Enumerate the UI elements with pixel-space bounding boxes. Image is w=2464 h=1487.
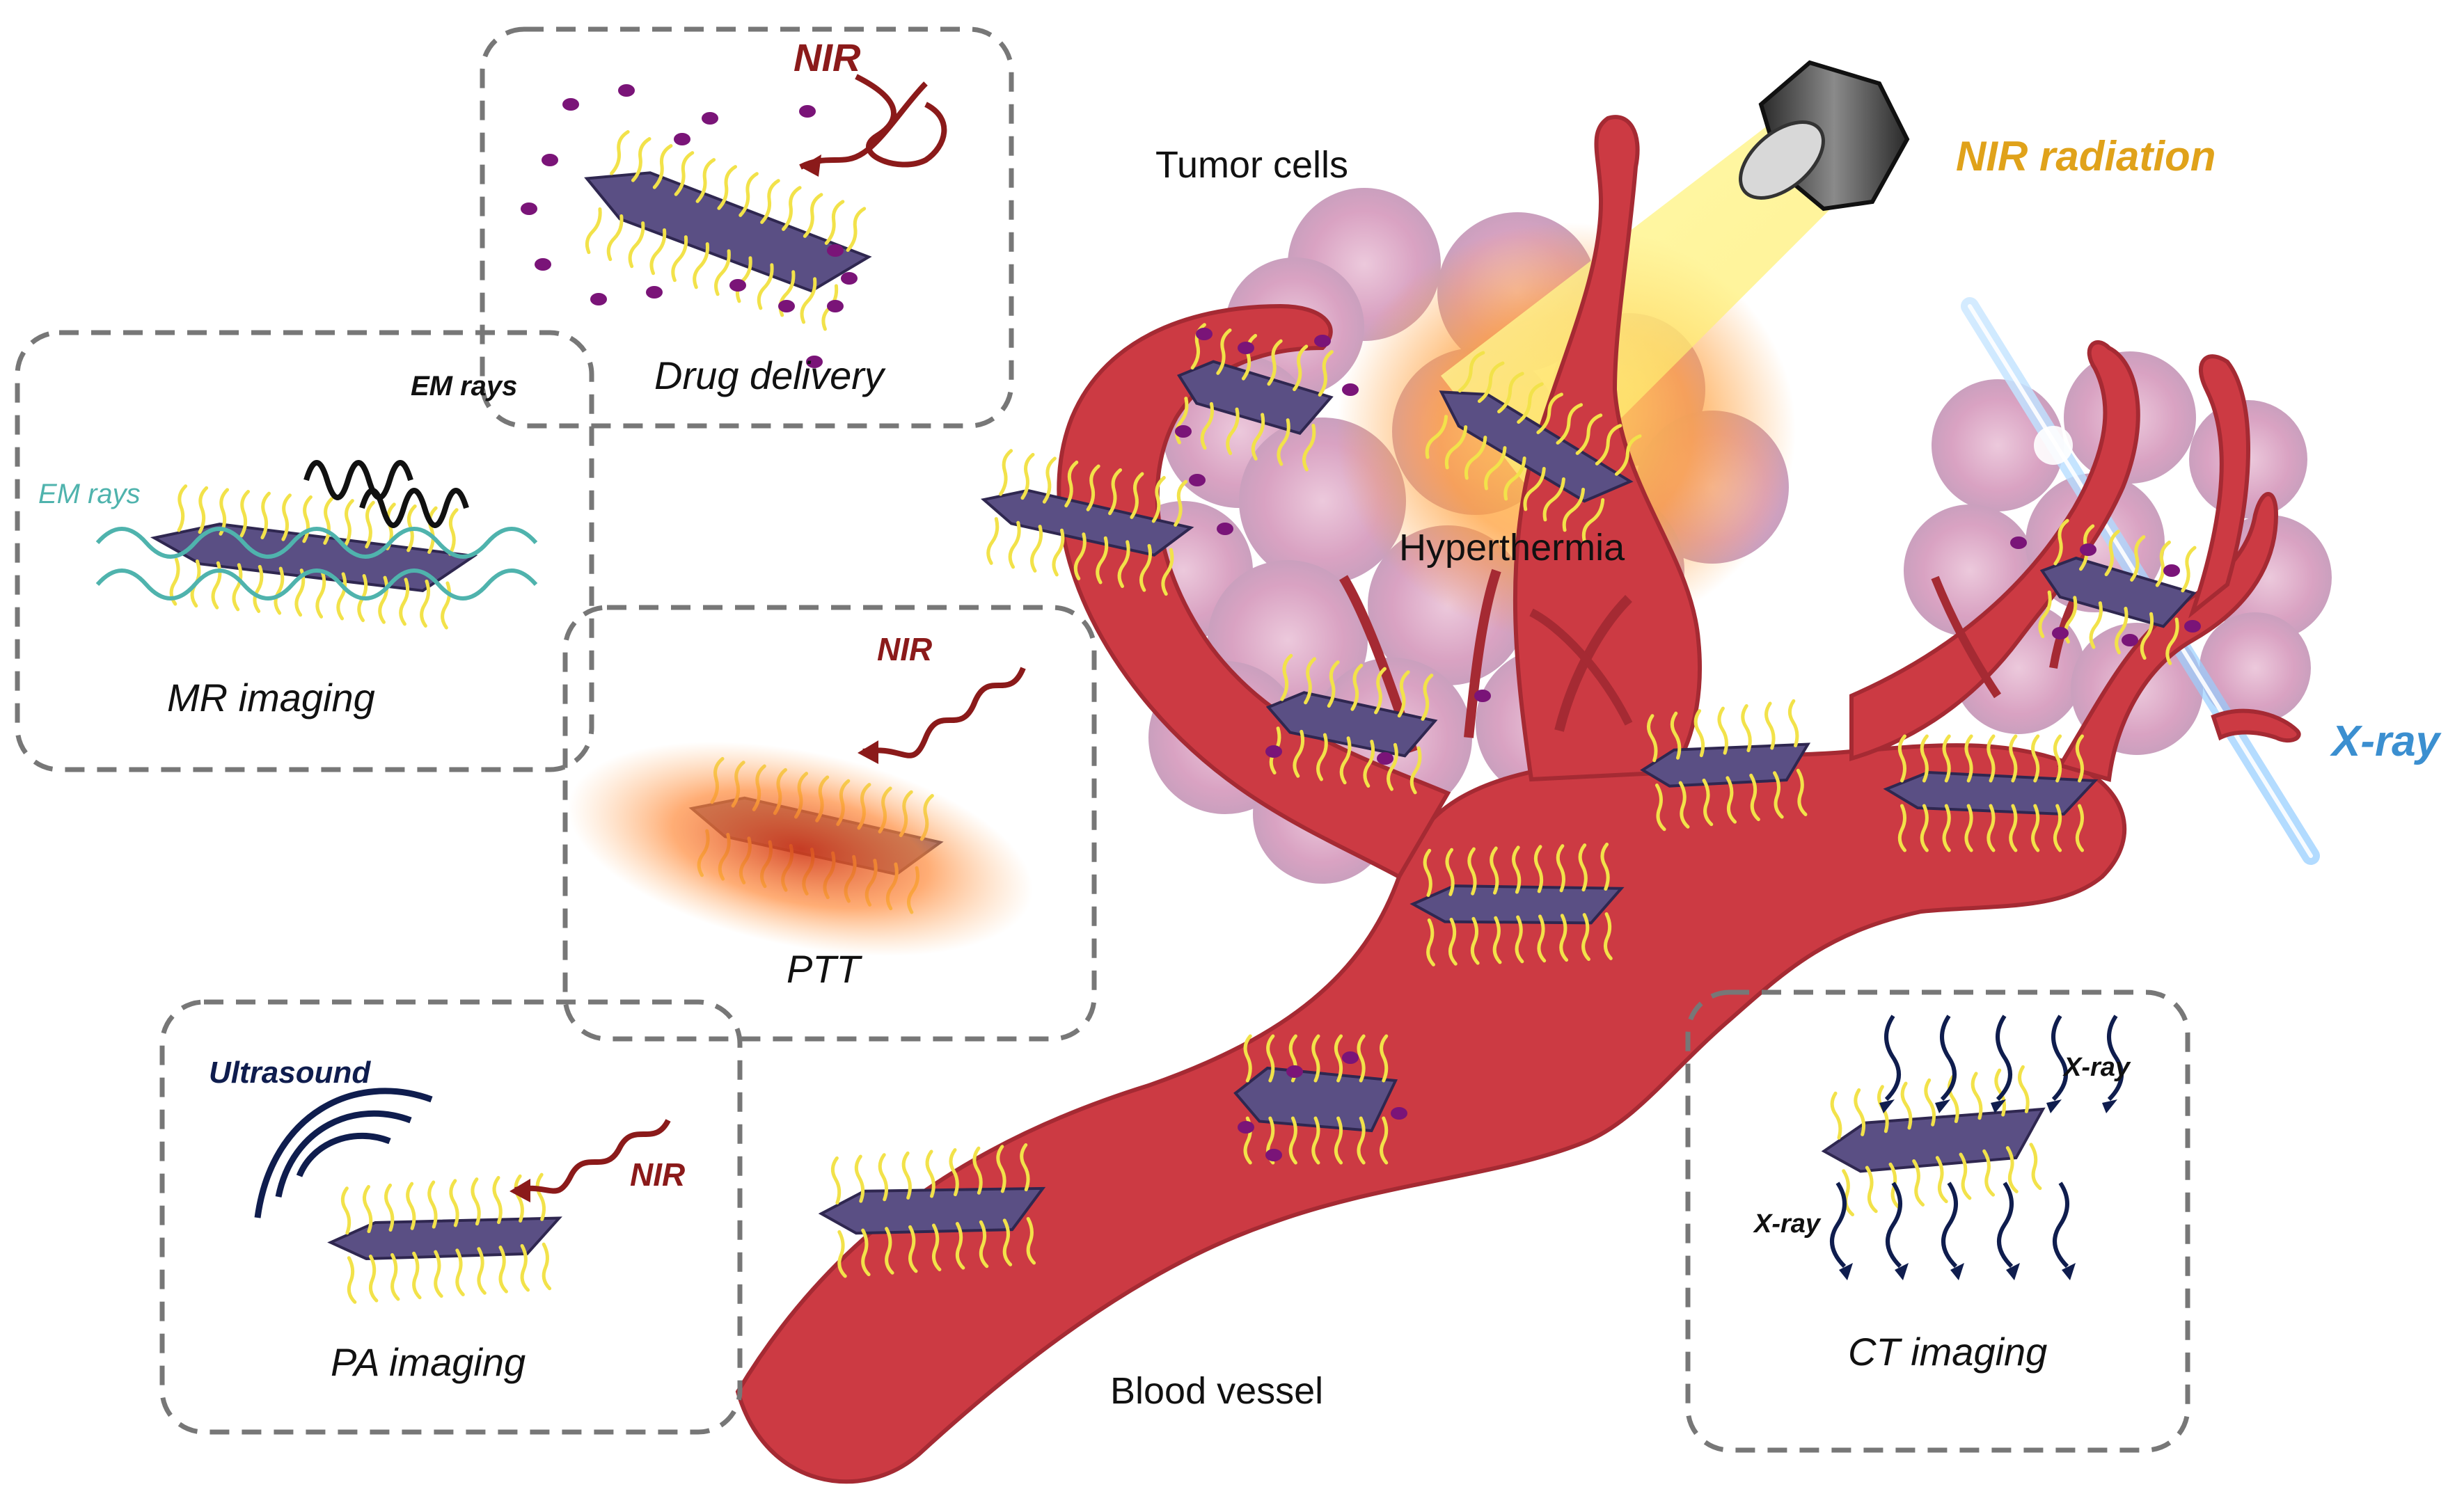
- label-blood-vessel: Blood vessel: [1110, 1370, 1324, 1412]
- xray-arrow: [1879, 1015, 1901, 1113]
- xray-arrow: [2053, 1182, 2076, 1280]
- drug-molecule: [827, 300, 844, 312]
- xray-arrow: [2046, 1015, 2068, 1113]
- drug-molecule: [2122, 634, 2138, 646]
- xray-arrow: [1886, 1182, 1909, 1280]
- panel-pa-imaging: [159, 999, 743, 1435]
- panel-mr-imaging: [15, 330, 594, 772]
- drug-molecule: [2163, 564, 2180, 577]
- xray-arrow: [1997, 1182, 2020, 1280]
- label-drug-delivery: Drug delivery: [654, 353, 884, 397]
- drug-molecule: [1265, 1149, 1282, 1161]
- drug-molecule: [806, 356, 823, 368]
- mr-imaging-illustration: [95, 460, 538, 601]
- nanosheet: [584, 130, 872, 331]
- drug-molecule: [646, 286, 663, 299]
- label-x-ray-ct-top: X-ray: [2064, 1053, 2131, 1082]
- drug-molecule: [562, 98, 579, 111]
- drug-molecule: [590, 293, 607, 305]
- label-ct-imaging: CT imaging: [1848, 1330, 2048, 1374]
- xray-arrow: [1830, 1182, 1853, 1280]
- drug-molecule: [2010, 536, 2027, 549]
- drug-molecule: [2052, 627, 2069, 639]
- drug-molecule: [674, 133, 690, 145]
- drug-molecule: [1238, 342, 1254, 354]
- drug-molecule: [827, 244, 844, 257]
- label-x-ray-ct-bottom: X-ray: [1754, 1209, 1821, 1239]
- nanosheet: [327, 1172, 562, 1304]
- drug-delivery-illustration: [799, 74, 947, 177]
- drug-molecules: [521, 84, 2201, 1161]
- nanosheet: [1821, 1065, 2046, 1217]
- drug-molecule: [1189, 474, 1206, 486]
- label-ptt: PTT: [787, 947, 860, 991]
- drug-molecule: [1474, 690, 1491, 702]
- nanosheet: [1425, 351, 1642, 543]
- xray-arrow: [1941, 1182, 1964, 1280]
- nir-lamp-icon: [1739, 60, 1910, 212]
- drug-molecule: [1175, 425, 1192, 438]
- drug-molecule: [1342, 1051, 1359, 1064]
- nanosheet: [818, 1143, 1046, 1278]
- label-em-rays-dark: EM rays: [411, 371, 518, 401]
- drug-molecule: [618, 84, 635, 97]
- drug-molecule: [535, 258, 551, 271]
- drug-molecule: [1391, 1107, 1407, 1120]
- drug-molecule: [1314, 335, 1331, 347]
- label-nir-drug-delivery: NIR: [793, 35, 861, 79]
- drug-molecule: [841, 272, 858, 285]
- label-tumor-cells: Tumor cells: [1155, 144, 1349, 186]
- ultrasound-waves-icon: [254, 1088, 433, 1218]
- label-ultrasound: Ultrasound: [209, 1056, 371, 1090]
- pa-nir-wave: [510, 1119, 671, 1202]
- drug-molecule: [799, 105, 816, 118]
- nanosheet: [1175, 323, 1334, 472]
- ptt-heat-glow: [568, 741, 1033, 957]
- nir-beam: [1441, 125, 1838, 501]
- nanosheet: [1640, 699, 1811, 832]
- drug-molecule: [702, 112, 718, 125]
- ptt-nir-wave: [858, 667, 1026, 764]
- drug-molecule: [1196, 328, 1213, 340]
- drug-molecule: [778, 300, 795, 312]
- nanosheet: [1883, 734, 2099, 852]
- label-x-ray: X-ray: [2332, 717, 2440, 765]
- label-nir-ptt: NIR: [877, 631, 933, 667]
- drug-molecule: [729, 279, 746, 292]
- drug-molecule: [1265, 745, 1282, 758]
- nanosheet: [980, 449, 1194, 596]
- ct-xray-arrows: [1830, 1015, 2124, 1280]
- drug-molecule: [1217, 523, 1233, 535]
- drug-molecule: [1342, 383, 1359, 396]
- xray-arrow: [1991, 1015, 2012, 1113]
- panel-ptt: [562, 605, 1097, 1042]
- drug-molecule: [542, 154, 558, 166]
- label-em-rays-teal: EM rays: [38, 479, 141, 509]
- drug-molecule: [2080, 543, 2096, 556]
- xray-arrow: [2102, 1015, 2124, 1113]
- drug-molecule: [521, 202, 537, 215]
- nanosheet: [1265, 653, 1438, 795]
- drug-molecule: [1377, 752, 1393, 765]
- label-nir-radiation: NIR radiation: [1956, 133, 2216, 180]
- nanosheet: [1409, 842, 1625, 967]
- nanosheet: [2038, 518, 2197, 665]
- label-nir-pa: NIR: [630, 1156, 686, 1193]
- drug-molecule: [1286, 1065, 1303, 1078]
- drug-molecule: [1238, 1121, 1254, 1134]
- label-pa-imaging: PA imaging: [331, 1340, 526, 1384]
- drug-molecule: [2184, 620, 2201, 633]
- label-mr-imaging: MR imaging: [167, 676, 375, 719]
- panel-ct-imaging: [1685, 989, 2190, 1453]
- label-hyperthermia: Hyperthermia: [1399, 527, 1625, 568]
- xray-arrow: [1935, 1015, 1957, 1113]
